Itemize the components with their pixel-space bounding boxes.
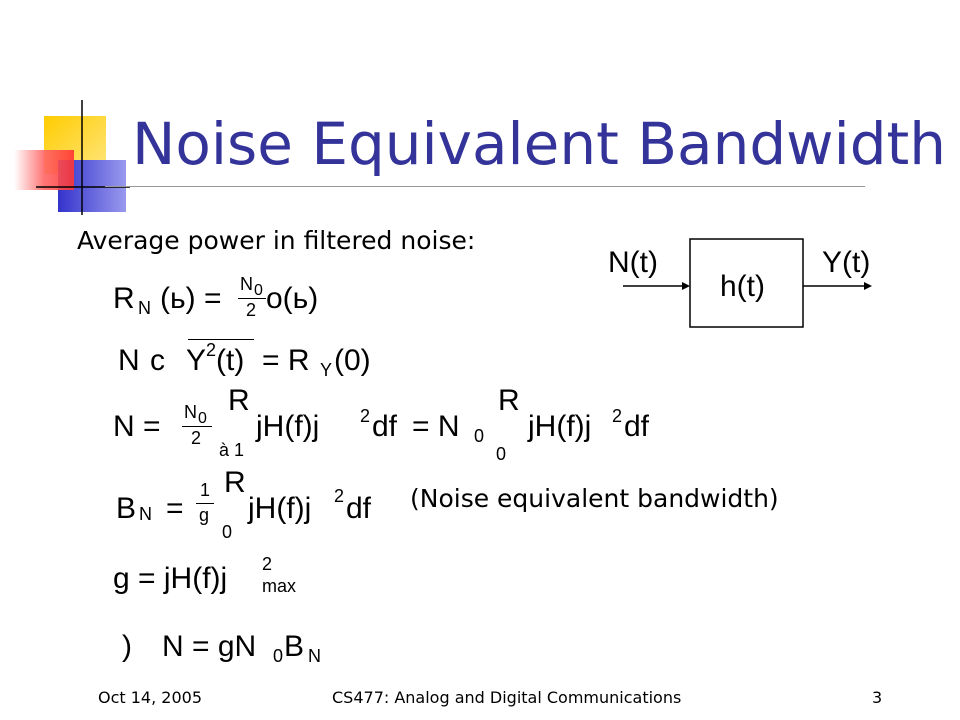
eq2-end: (0) (334, 344, 371, 377)
eq3-sup2: 2 (612, 406, 623, 426)
eq2-sup: 2 (206, 340, 217, 360)
eq4-num: 1 (200, 480, 211, 500)
eq2-c: c (150, 344, 165, 377)
eq4-df: df (346, 492, 372, 525)
title-underline (105, 186, 865, 187)
eq3-lhs: N = (113, 410, 161, 443)
eq1-den: 2 (246, 300, 257, 320)
eq4-eq: = (166, 492, 184, 525)
decorative-squares (0, 0, 140, 230)
bandwidth-annotation: (Noise equivalent bandwidth) (410, 484, 779, 513)
eq3-sup: 2 (360, 406, 371, 426)
diagram-block-label: h(t) (720, 270, 765, 303)
eq1-num: N (240, 274, 253, 294)
eq3-body2: jH(f)j (528, 410, 592, 443)
eq5-sub: max (262, 576, 297, 596)
eq2-y: Y (186, 344, 207, 377)
eq6-lhs: N = gN (162, 630, 257, 663)
eq3-body: jH(f)j (256, 410, 320, 443)
slide-title: Noise Equivalent Bandwidth (132, 110, 947, 178)
eq1-rhs: o(ь) (266, 282, 319, 315)
eq3-sub2: 0 (474, 426, 485, 446)
eq2-n: N (118, 344, 140, 377)
eq3-fraction-bar (182, 426, 212, 427)
eq4-fraction-bar (196, 503, 214, 504)
eq3-df2: df (624, 410, 650, 443)
eq4-lhs: B (116, 492, 137, 525)
eq2-sub: Y (320, 360, 333, 380)
eq3-int-bot: à 1 (219, 440, 245, 460)
eq4-body: jH(f)j (248, 492, 312, 525)
eq4-int-top: R (224, 466, 246, 499)
eq2-eq: = R (262, 344, 310, 377)
eq2-overline (188, 339, 254, 340)
footer-course: CS477: Analog and Digital Communications (332, 688, 682, 707)
footer-date: Oct 14, 2005 (98, 688, 202, 707)
eq1-lhs: R (113, 282, 135, 315)
eq3-int-top: R (228, 384, 250, 417)
eq6-b-sub: N (308, 646, 321, 666)
eq3-int2-top: R (498, 384, 520, 417)
eq6-b: B (284, 630, 305, 663)
block-diagram (620, 238, 890, 338)
eq6-arrow: ) (122, 630, 132, 663)
eq2-t: (t) (216, 344, 245, 377)
eq3-int2-bot: 0 (496, 444, 507, 464)
eq4-int-bot: 0 (222, 522, 233, 542)
eq6-sub: 0 (273, 646, 284, 666)
eq3-df: df (372, 410, 398, 443)
eq5-lhs: g = jH(f)j (113, 562, 228, 595)
eq1-fraction-bar (238, 298, 266, 299)
slide-subtitle: Average power in filtered noise: (77, 226, 476, 255)
eq4-sup: 2 (334, 486, 345, 506)
eq3-den: 2 (191, 428, 202, 448)
eq1-num-sub: 0 (254, 282, 263, 299)
decorative-squares-graphic (14, 100, 130, 215)
eq4-den: g (199, 505, 210, 525)
block-diagram-arrows (623, 238, 872, 328)
footer-page-number: 3 (872, 688, 883, 707)
diagram-output-label: Y(t) (822, 246, 871, 279)
eq3-num-sub: 0 (198, 410, 207, 427)
eq4-lhs-sub: N (139, 504, 152, 524)
diagram-input-label: N(t) (608, 246, 658, 279)
eq1-lhs-sub: N (138, 298, 151, 318)
eq3-num: N (184, 402, 197, 422)
eq5-sup: 2 (262, 554, 273, 574)
eq1-paren: (ь) = (160, 282, 222, 315)
eq3-eq2: = N (412, 410, 460, 443)
